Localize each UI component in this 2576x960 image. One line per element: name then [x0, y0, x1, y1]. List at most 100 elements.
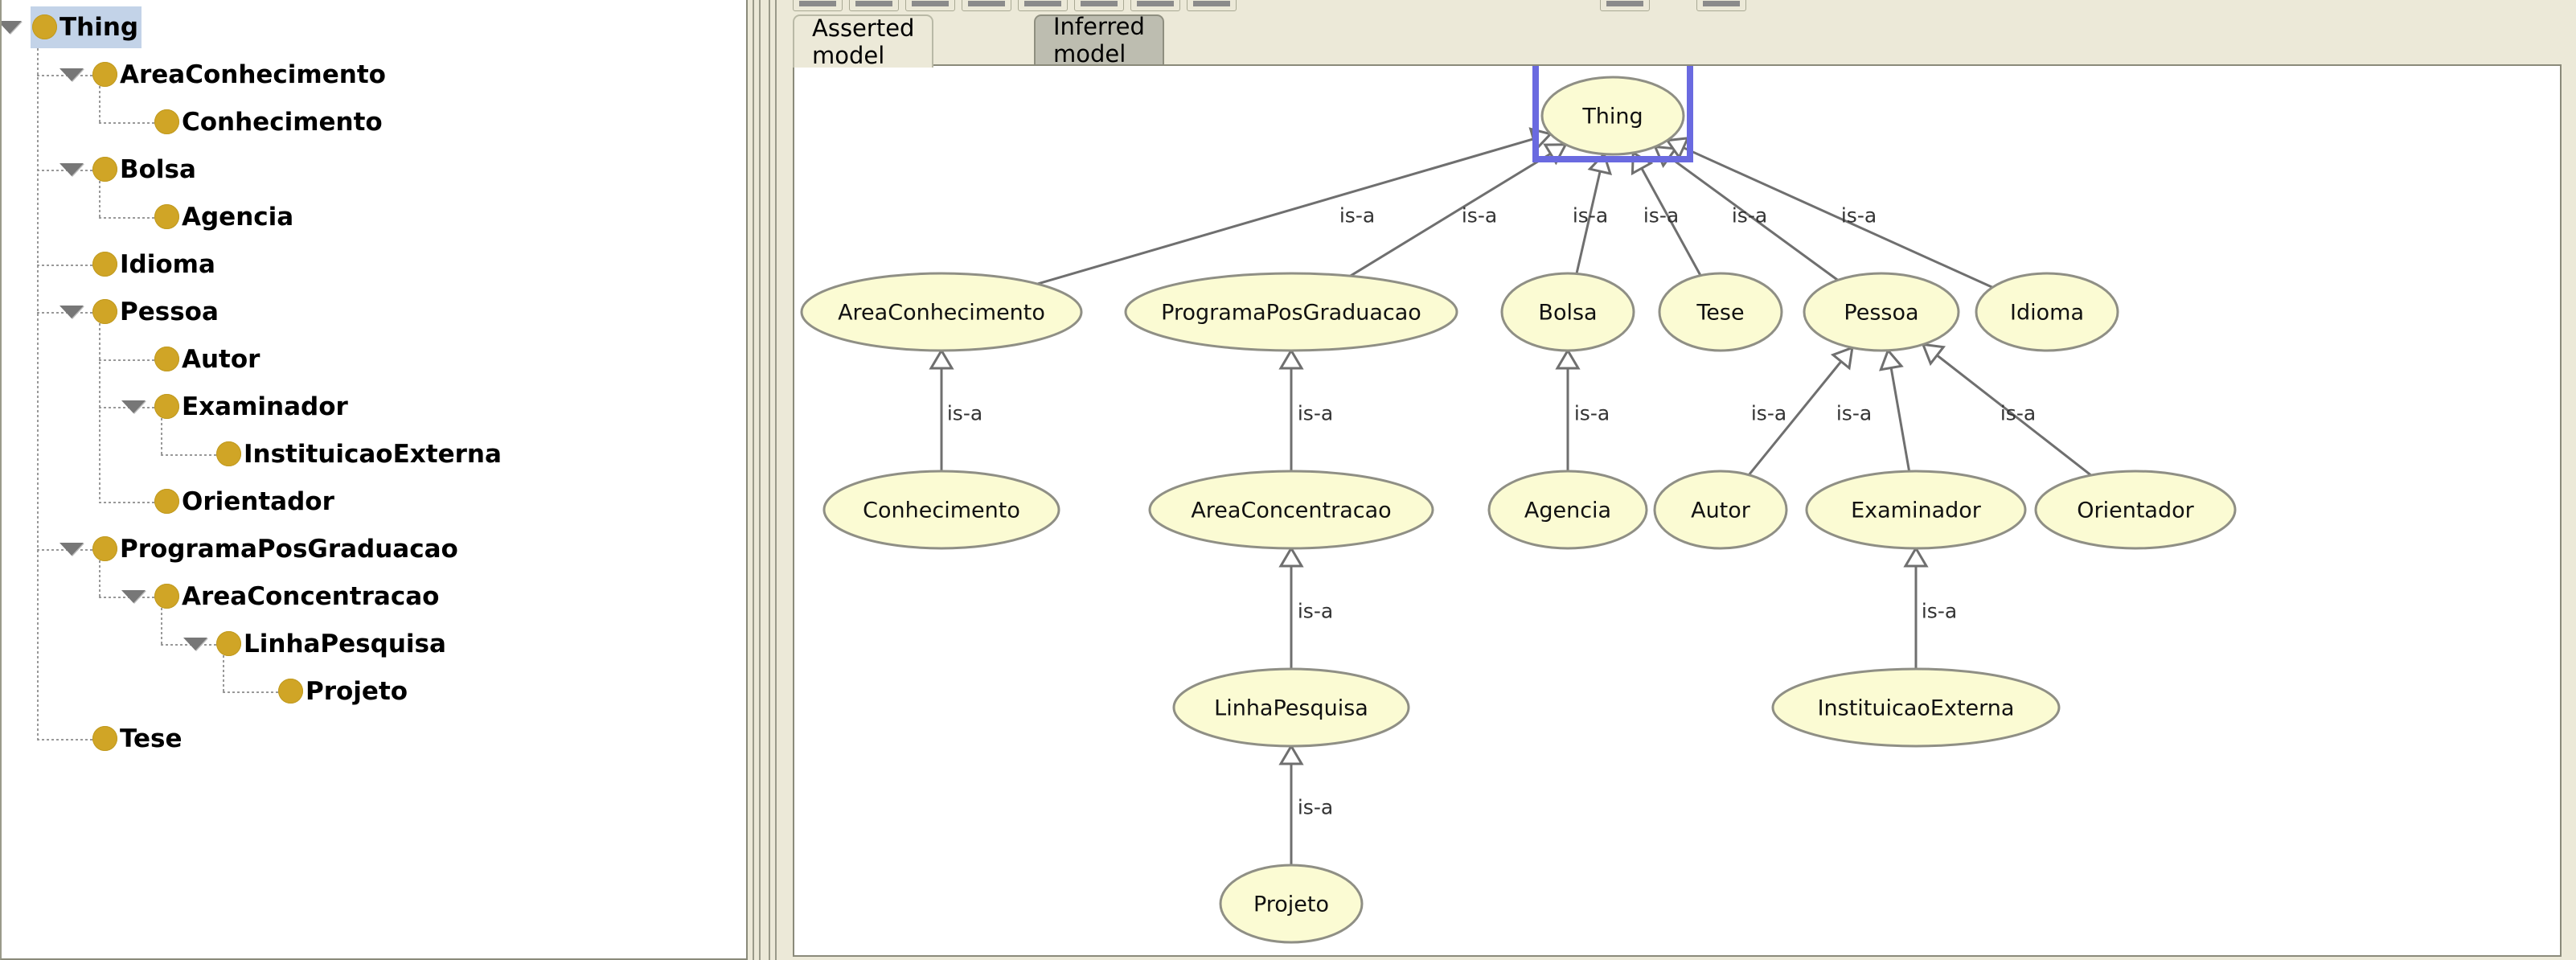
chevron-down-icon — [2, 20, 22, 34]
tree-connector-line — [223, 654, 224, 691]
tree-item-bolsa[interactable]: Bolsa — [2, 146, 746, 193]
tree-item-pessoa[interactable]: Pessoa — [2, 288, 746, 335]
graph-node-thing[interactable] — [1540, 76, 1685, 156]
graph-node-bolsa[interactable] — [1500, 272, 1635, 352]
tree-expand-triangle-down-icon[interactable] — [57, 51, 86, 98]
graph-node-projeto[interactable] — [1219, 864, 1364, 944]
tree-item-conhecimento[interactable]: Conhecimento — [2, 98, 746, 146]
tree-item-examinador[interactable]: Examinador — [2, 383, 746, 430]
tree-expand-triangle-down-icon[interactable] — [2, 3, 24, 51]
tree-item-label: Thing — [59, 12, 139, 42]
tree-item-label: InstituicaoExterna — [244, 439, 502, 469]
tree-item-orientador[interactable]: Orientador — [2, 478, 746, 525]
tree-item-content[interactable]: Orientador — [154, 482, 334, 521]
edge-label: is-a — [1643, 204, 1679, 228]
tree-connector-line — [99, 85, 100, 122]
graph-node-areaconhecimento[interactable] — [800, 272, 1083, 352]
tree-expand-triangle-down-icon[interactable] — [57, 288, 86, 335]
toolbar-button[interactable] — [1130, 0, 1180, 11]
toolbar-button[interactable] — [1018, 0, 1068, 11]
tree-item-tese[interactable]: Tese — [2, 715, 746, 762]
tree-item-content[interactable]: Thing — [31, 6, 142, 48]
tree-item-agencia[interactable]: Agencia — [2, 193, 746, 240]
tree-item-content[interactable]: InstituicaoExterna — [216, 435, 502, 474]
tree-item-content[interactable]: Pessoa — [92, 293, 219, 331]
graph-node-linhapesquisa[interactable] — [1172, 667, 1410, 748]
is-a-edge — [1936, 354, 2092, 477]
edge-label: is-a — [1574, 402, 1610, 425]
is-a-arrowhead-icon — [1278, 744, 1304, 765]
graph-node-agencia[interactable] — [1487, 470, 1648, 550]
tree-item-label: AreaConcentracao — [182, 581, 440, 611]
owl-class-icon — [154, 109, 179, 134]
tree-item-content[interactable]: Projeto — [278, 672, 408, 711]
tab-asserted-model[interactable]: Asserted model — [793, 14, 934, 69]
graph-node-idioma[interactable] — [1975, 272, 2119, 352]
graph-node-examinador[interactable] — [1805, 470, 2027, 550]
tree-item-areaconcentracao[interactable]: AreaConcentracao — [2, 572, 746, 620]
tree-expand-triangle-down-icon[interactable] — [181, 620, 210, 667]
tree-expand-triangle-down-icon[interactable] — [119, 383, 148, 430]
tree-item-idioma[interactable]: Idioma — [2, 240, 746, 288]
tree-item-label: Tese — [120, 724, 183, 753]
toolbar-button[interactable] — [793, 0, 843, 11]
tree-item-programaposgraduacao[interactable]: ProgramaPosGraduacao — [2, 525, 746, 572]
tree-item-instituicaoexterna[interactable]: InstituicaoExterna — [2, 430, 746, 478]
graph-node-autor[interactable] — [1653, 470, 1788, 550]
tree-item-autor[interactable]: Autor — [2, 335, 746, 383]
graph-node-programaposgraduacao[interactable] — [1124, 272, 1458, 352]
tree-connector-line — [37, 38, 39, 739]
tree-item-projeto[interactable]: Projeto — [2, 667, 746, 715]
edge-label: is-a — [2000, 402, 2036, 425]
tree-item-thing[interactable]: Thing — [2, 3, 746, 51]
toolbar-strip — [780, 0, 2576, 11]
tree-item-content[interactable]: Tese — [92, 720, 183, 758]
tree-connector-line — [37, 264, 92, 266]
tree-expand-triangle-down-icon[interactable] — [57, 146, 86, 193]
toolbar-button[interactable] — [962, 0, 1011, 11]
graph-node-areaconcentracao[interactable] — [1148, 470, 1434, 550]
graph-node-label: Thing — [1581, 105, 1643, 129]
tree-item-content[interactable]: LinhaPesquisa — [216, 625, 446, 663]
tree-item-label: Examinador — [182, 392, 348, 421]
toolbar-button[interactable] — [1187, 0, 1237, 11]
owl-class-icon — [92, 536, 117, 561]
graph-node-instituicaoexterna[interactable] — [1771, 667, 2061, 748]
tree-item-content[interactable]: Agencia — [154, 198, 293, 236]
tree-connector-line — [99, 359, 154, 361]
chevron-down-icon — [59, 162, 84, 176]
toolbar-button[interactable] — [1696, 0, 1746, 11]
graph-panel: Asserted model Inferred model is-a is-a is… — [780, 0, 2576, 960]
tree-item-label: Agencia — [182, 202, 294, 232]
tree-item-content[interactable]: Conhecimento — [154, 103, 383, 142]
panel-splitter[interactable] — [748, 0, 780, 960]
tree-item-content[interactable]: Idioma — [92, 245, 215, 284]
toolbar-button[interactable] — [1074, 0, 1124, 11]
tree-expand-triangle-down-icon[interactable] — [119, 572, 148, 620]
tree-item-label: Orientador — [182, 486, 334, 516]
tree-item-content[interactable]: Bolsa — [92, 150, 196, 189]
tree-item-areaconhecimento[interactable]: AreaConhecimento — [2, 51, 746, 98]
toolbar-button[interactable] — [905, 0, 955, 11]
graph-node-label: AreaConhecimento — [838, 301, 1045, 326]
tree-expand-triangle-down-icon[interactable] — [57, 525, 86, 572]
toolbar-button[interactable] — [849, 0, 899, 11]
tree-item-content[interactable]: AreaConhecimento — [92, 55, 386, 94]
tree-item-content[interactable]: AreaConcentracao — [154, 577, 439, 616]
tree-item-label: Idioma — [120, 249, 215, 279]
graph-node-tese[interactable] — [1658, 272, 1783, 352]
graph-node-pessoa[interactable] — [1803, 272, 1960, 352]
graph-node-conhecimento[interactable] — [822, 470, 1060, 550]
tree-item-content[interactable]: ProgramaPosGraduacao — [92, 530, 458, 568]
tab-inferred-model[interactable]: Inferred model — [1034, 13, 1164, 68]
toolbar-button[interactable] — [1600, 0, 1650, 11]
tree-item-linhapesquisa[interactable]: LinhaPesquisa — [2, 620, 746, 667]
graph-node-orientador[interactable] — [2034, 470, 2237, 550]
tree-connector-line — [99, 501, 154, 503]
tree-item-content[interactable]: Autor — [154, 340, 260, 379]
tree-item-content[interactable]: Examinador — [154, 388, 348, 426]
